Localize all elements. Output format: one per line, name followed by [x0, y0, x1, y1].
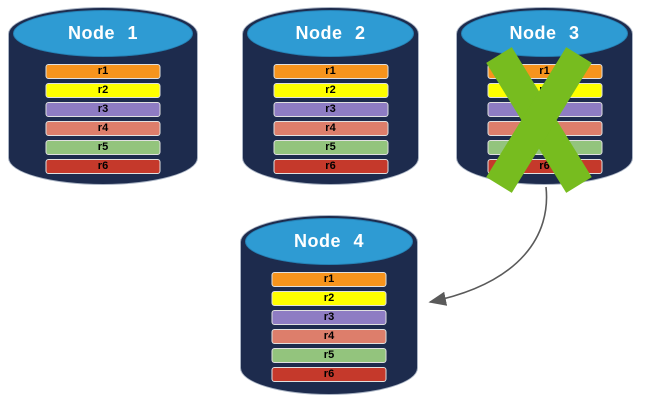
replica-bar: r2	[271, 291, 387, 306]
cylinder-cap: Node 4	[245, 218, 413, 265]
node-label: Node 2	[295, 23, 366, 43]
replica-label: r6	[539, 160, 550, 172]
replica-bar: r5	[271, 348, 387, 363]
replica-label: r1	[323, 273, 335, 285]
replica-label: r1	[325, 65, 336, 77]
replica-bar: r2	[45, 83, 161, 98]
replica-bar: r6	[45, 159, 161, 174]
replica-label: r2	[325, 84, 336, 96]
replica-bar: r3	[45, 102, 161, 117]
node-label: Node 4	[293, 231, 364, 251]
node-label: Node 3	[509, 23, 580, 43]
replica-label: r3	[325, 103, 336, 115]
replica-label: r6	[323, 368, 335, 380]
node-label: Node 1	[67, 23, 138, 43]
replica-bar: r2	[273, 83, 388, 98]
replica-label: r4	[323, 330, 335, 342]
replica-label: r5	[325, 141, 336, 153]
replica-stack: r1 r2 r3 r4 r5 r6	[45, 64, 161, 174]
replica-label: r1	[97, 65, 109, 77]
replica-bar: r3	[271, 310, 387, 325]
replica-bar: r4	[45, 121, 161, 136]
replica-bar: r1	[271, 272, 387, 287]
node-2: Node 2 r1 r2 r3 r4 r5 r6	[242, 7, 419, 185]
replica-label: r3	[323, 311, 335, 323]
cylinder-cap: Node 3	[461, 10, 628, 57]
replica-bar: r6	[271, 367, 387, 382]
replica-label: r1	[539, 65, 550, 77]
replica-stack: r1 r2 r3 r4 r5 r6	[271, 272, 387, 382]
replica-label: r4	[97, 122, 109, 134]
replica-bar: r1	[45, 64, 161, 79]
replica-bar: r3	[273, 102, 388, 117]
replica-label: r2	[97, 84, 109, 96]
replica-label: r6	[97, 160, 109, 172]
node-3: Node 3 r1 r2 r3 r4 r5 r6	[456, 7, 633, 193]
replica-bar: r6	[273, 159, 388, 174]
replica-label: r5	[97, 141, 109, 153]
cylinder-cap: Node 2	[247, 10, 414, 57]
failure-x-icon	[486, 47, 592, 193]
replica-bar: r1	[273, 64, 388, 79]
cylinder-cap: Node 1	[13, 10, 193, 57]
replica-bar: r5	[273, 140, 388, 155]
replica-stack: r1 r2 r3 r4 r5 r6	[273, 64, 388, 174]
replica-label: r6	[325, 160, 336, 172]
replica-label: r4	[325, 122, 336, 134]
replica-label: r2	[323, 292, 335, 304]
arrow-curve	[428, 186, 548, 306]
node-1: Node 1 r1 r2 r3 r4 r5 r6	[8, 7, 198, 185]
replica-bar: r4	[271, 329, 387, 344]
replica-label: r3	[97, 103, 109, 115]
replica-bar: r5	[45, 140, 161, 155]
replica-bar: r4	[273, 121, 388, 136]
replica-label: r5	[323, 349, 335, 361]
node-4: Node 4 r1 r2 r3 r4 r5 r6	[240, 215, 418, 395]
